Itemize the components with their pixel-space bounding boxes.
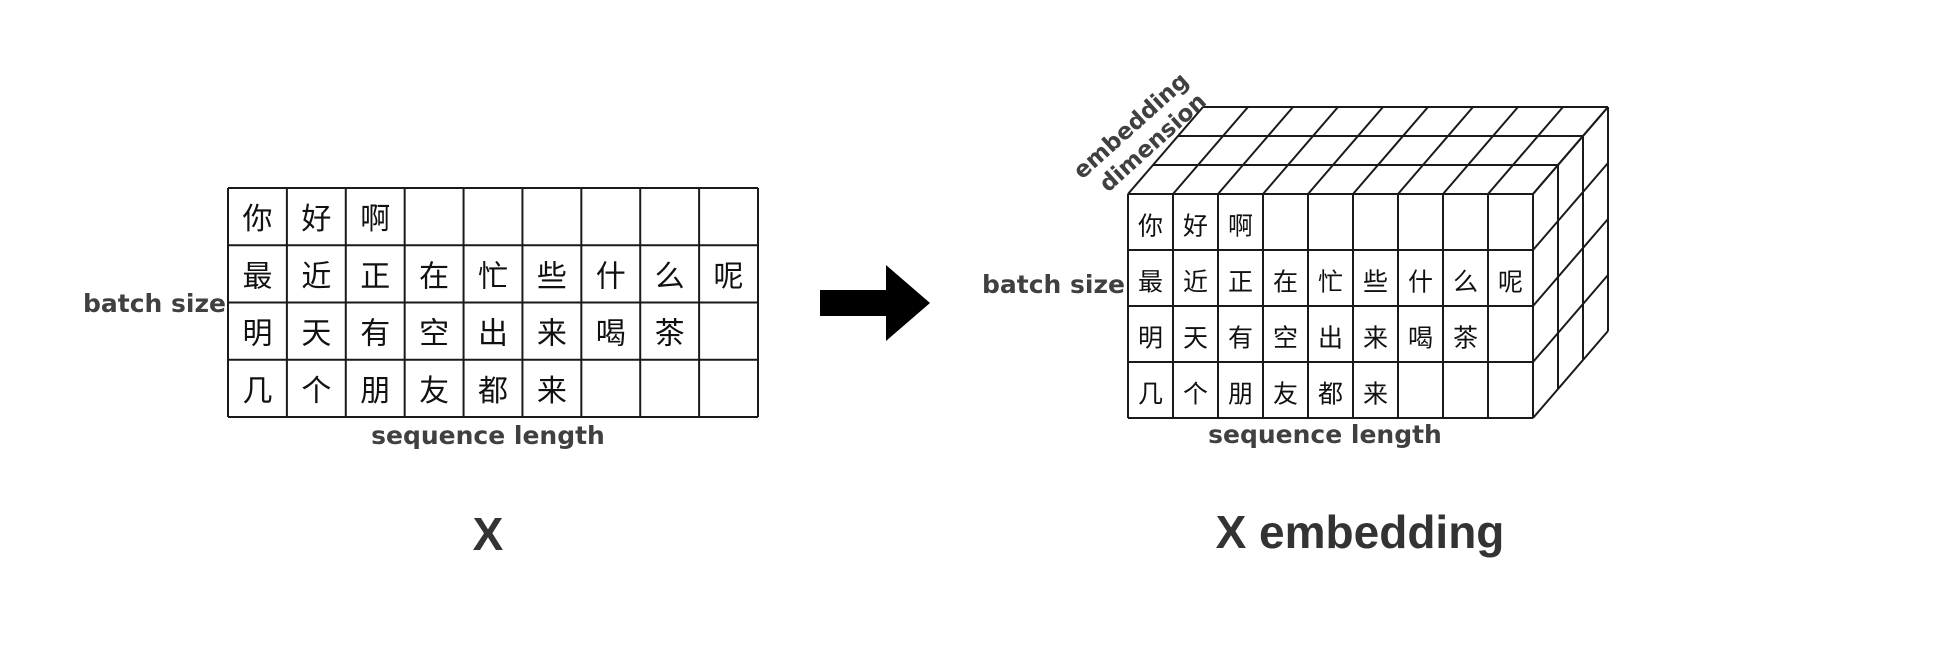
left_panel-char: 好: [301, 202, 331, 237]
right_panel-char: 呢: [1498, 267, 1523, 296]
grid-line: [1307, 106, 1384, 195]
right_panel-char: 最: [1138, 267, 1163, 296]
grid-line: [1262, 106, 1339, 195]
right_panel-char: 近: [1183, 267, 1208, 296]
embedding-tensor-3d: 你好啊最近正在忙些什么呢明天有空出来喝茶几个朋友都来: [1127, 106, 1609, 419]
grid-line: [1397, 106, 1474, 195]
token-grid-lines: [227, 187, 759, 418]
grid-line: [1352, 106, 1429, 195]
left_panel-char: 忙: [478, 259, 508, 294]
left_panel-char: 啊: [360, 202, 390, 237]
left_panel-char: 来: [537, 317, 567, 352]
right-arrow-icon: [820, 265, 930, 341]
right_panel-char: 都: [1318, 379, 1343, 408]
left_panel-char: 茶: [655, 317, 685, 352]
left_panel-char: 什: [596, 259, 626, 294]
right_panel-char: 些: [1363, 267, 1388, 296]
left_panel-char: 个: [301, 374, 331, 409]
right_panel-char: 来: [1363, 323, 1388, 352]
left_panel-char: 喝: [596, 317, 626, 352]
sequence-length-label-right: sequence length: [1208, 420, 1442, 449]
left_panel-char: 都: [478, 374, 508, 409]
left_panel-char: 在: [419, 259, 449, 294]
grid-line: [1127, 106, 1204, 195]
right_panel-char: 朋: [1228, 379, 1253, 408]
right_panel-char: 明: [1138, 323, 1163, 352]
right_panel-char: 啊: [1228, 211, 1253, 240]
grid-line: [1532, 274, 1609, 363]
token-grid-characters: 你好啊最近正在忙些什么呢明天有空出来喝茶几个朋友都来: [242, 202, 743, 409]
right_panel-char: 好: [1183, 211, 1208, 240]
left_panel-char: 正: [360, 259, 390, 294]
right_panel-char: 喝: [1408, 323, 1433, 352]
grid-line: [1532, 218, 1609, 307]
right_panel-char: 么: [1453, 267, 1478, 296]
right_panel-char: 友: [1273, 379, 1298, 408]
right_panel-char: 出: [1318, 323, 1343, 352]
right_panel-char: 来: [1363, 379, 1388, 408]
right_panel-char: 几: [1138, 379, 1163, 408]
grid-line: [1532, 162, 1609, 251]
left_panel-char: 些: [537, 259, 567, 294]
left_panel-char: 天: [301, 317, 331, 352]
batch-size-label-right: batch size: [982, 270, 1125, 299]
title-x: X: [473, 508, 504, 560]
left_panel-char: 你: [242, 202, 272, 237]
left_panel-char: 朋: [360, 374, 390, 409]
grid-line: [1532, 330, 1609, 419]
left_panel-char: 近: [301, 259, 331, 294]
left_panel-char: 么: [655, 259, 685, 294]
right_panel-char: 正: [1228, 267, 1253, 296]
left_panel-char: 出: [478, 317, 508, 352]
left_panel-char: 友: [419, 374, 449, 409]
left_panel-char: 最: [242, 259, 272, 294]
grid-line: [1217, 106, 1294, 195]
left_panel-char: 明: [242, 317, 272, 352]
grid-line: [1487, 106, 1564, 195]
right_panel-char: 忙: [1318, 267, 1343, 296]
left_panel-char: 来: [537, 374, 567, 409]
left_panel-char: 呢: [714, 259, 744, 294]
title-x-embedding: X embedding: [1216, 506, 1505, 558]
batch-size-label-left: batch size: [83, 289, 226, 318]
embedding-tensor-characters: 你好啊最近正在忙些什么呢明天有空出来喝茶几个朋友都来: [1138, 211, 1523, 408]
right_panel-char: 个: [1183, 379, 1208, 408]
right_panel-char: 你: [1138, 211, 1163, 240]
grid-line: [1172, 106, 1249, 195]
left_panel-char: 有: [360, 317, 390, 352]
left_panel-char: 空: [419, 317, 449, 352]
right_panel-char: 有: [1228, 323, 1253, 352]
right_panel-char: 天: [1183, 323, 1208, 352]
embedding-tensor-lines: [1127, 106, 1609, 419]
grid-line: [1532, 106, 1609, 195]
right_panel-char: 空: [1273, 323, 1298, 352]
left_panel-char: 几: [242, 374, 272, 409]
sequence-length-label-left: sequence length: [371, 421, 605, 450]
right_panel-char: 什: [1408, 267, 1433, 296]
right_panel-char: 茶: [1453, 323, 1478, 352]
grid-line: [1442, 106, 1519, 195]
token-grid-2d: 你好啊最近正在忙些什么呢明天有空出来喝茶几个朋友都来: [227, 187, 759, 418]
right_panel-char: 在: [1273, 267, 1298, 296]
